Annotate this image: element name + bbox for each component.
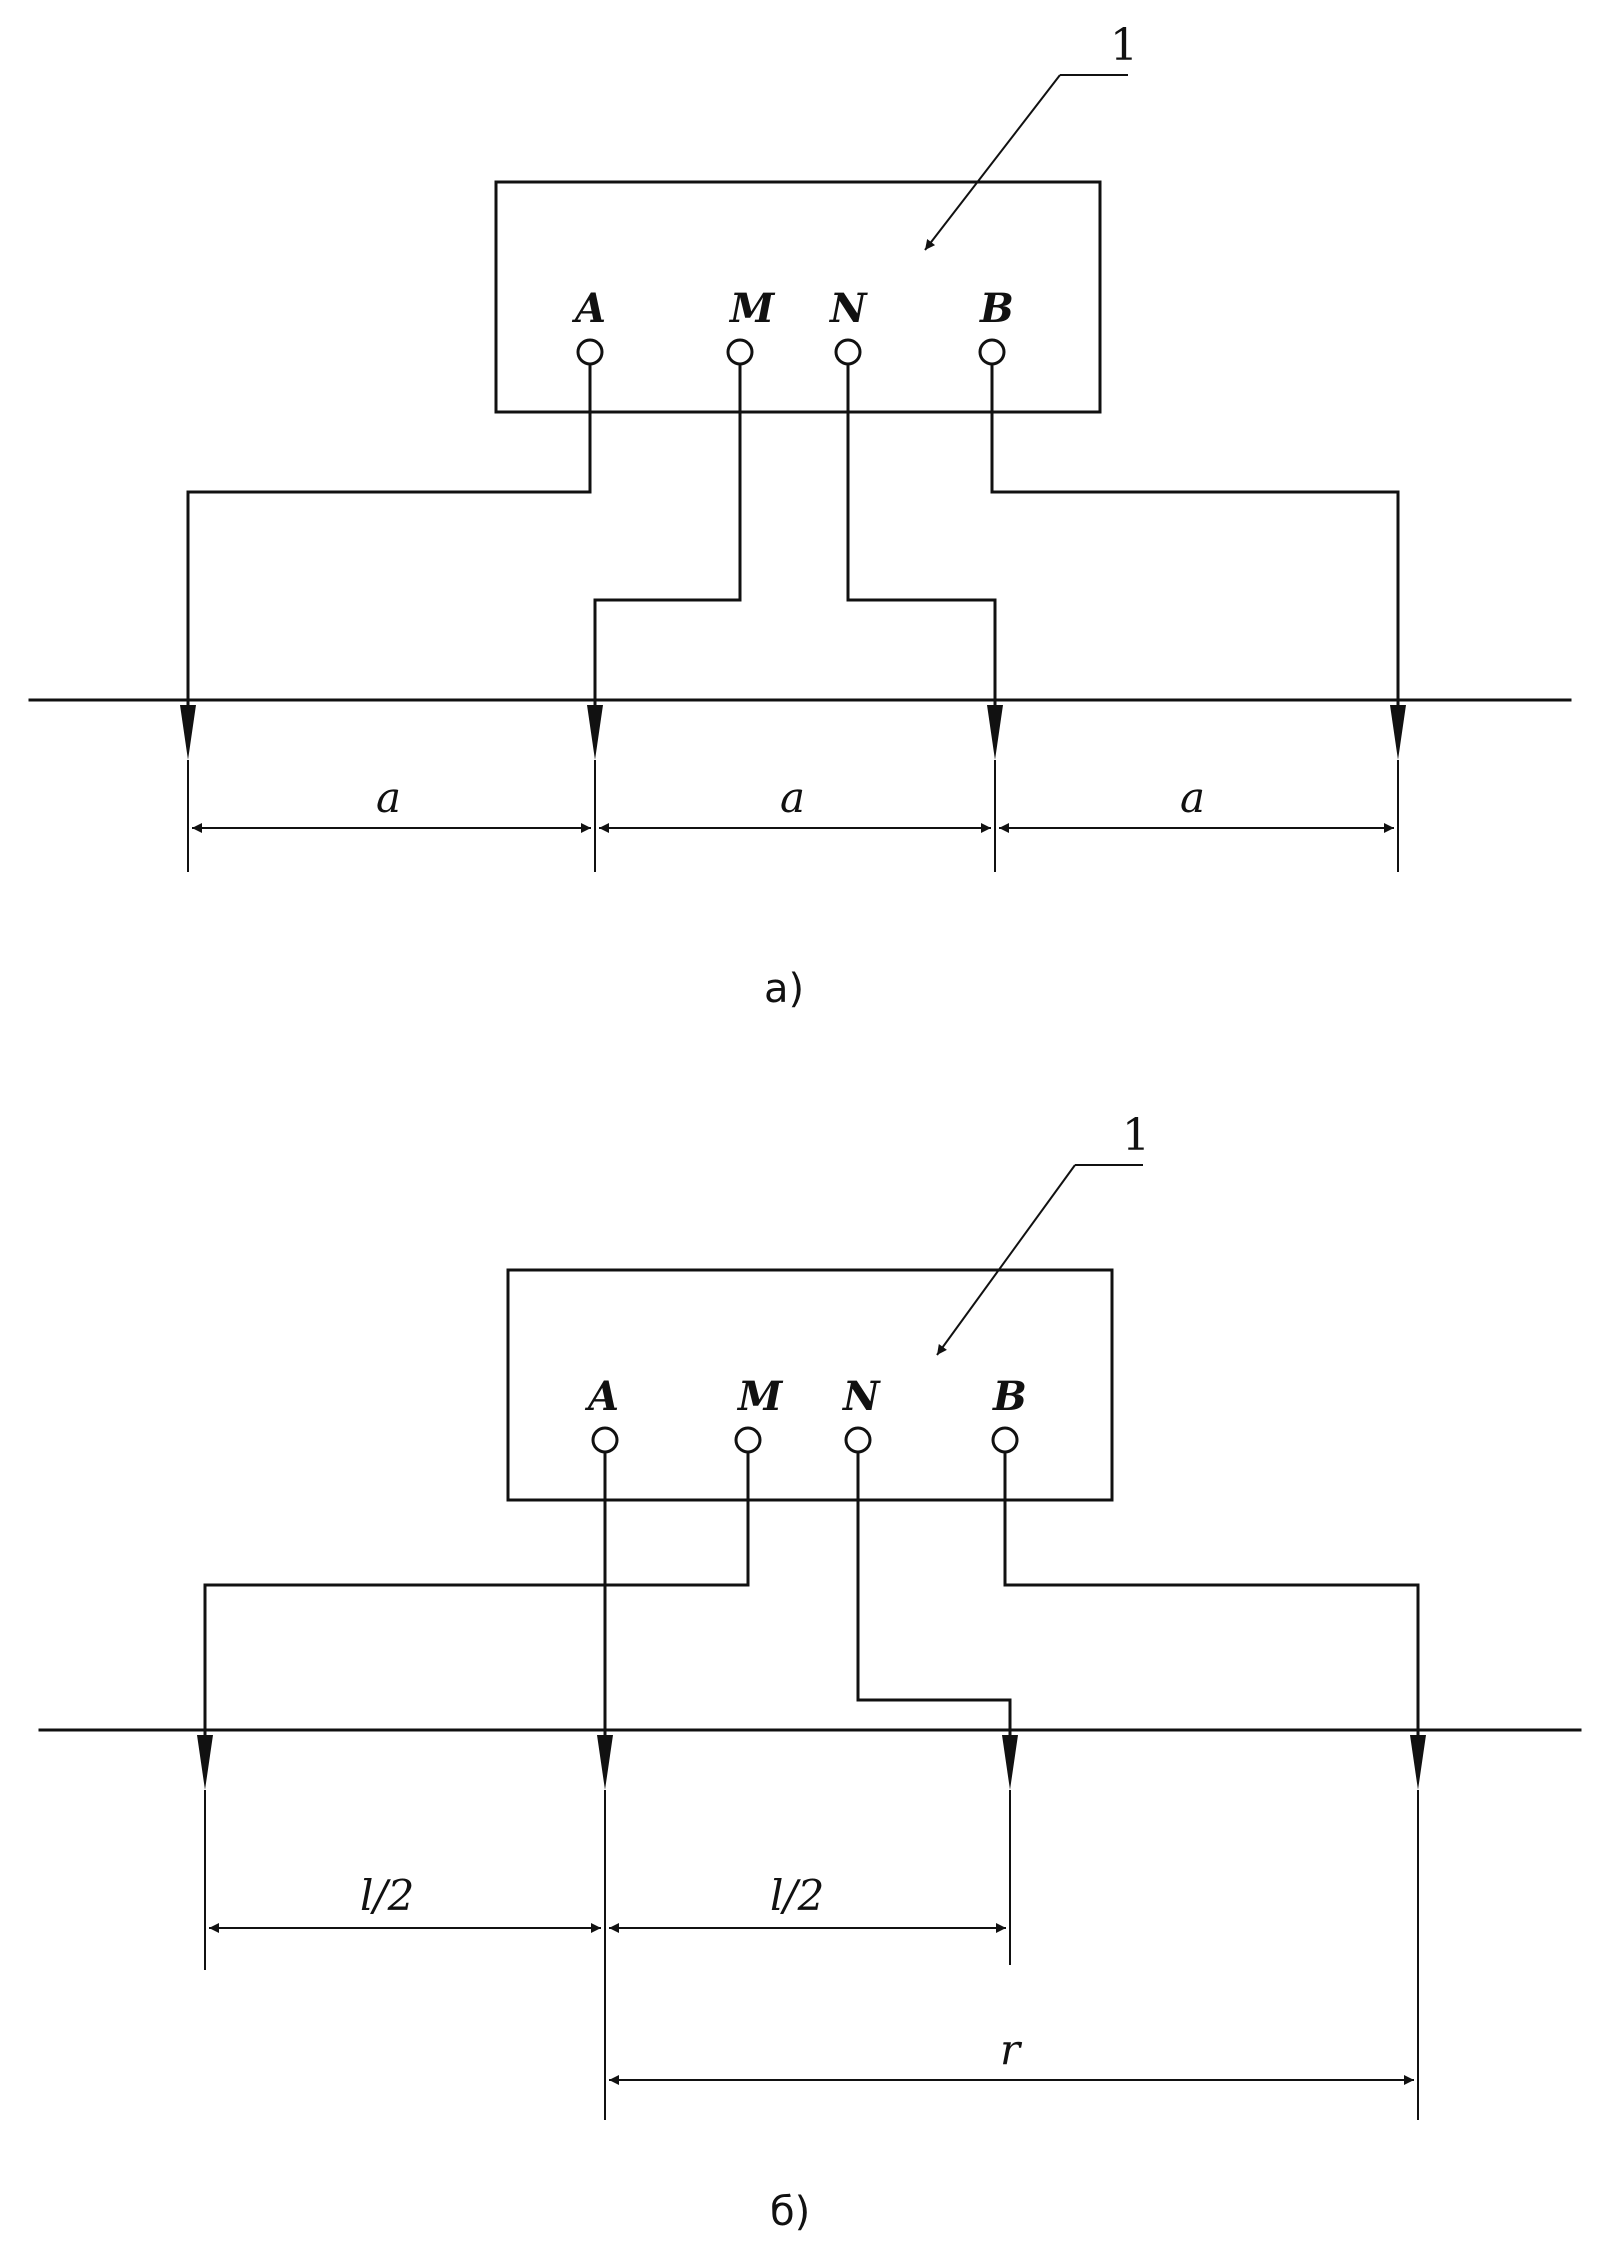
- terminal-m: [726, 338, 754, 366]
- wire-b: [1003, 1450, 1420, 1767]
- terminal-b: [978, 338, 1006, 366]
- wire-n: [856, 1450, 1012, 1767]
- wire-b: [990, 362, 1400, 737]
- wire-m: [203, 1450, 750, 1767]
- terminal-label-b: B: [992, 1373, 1027, 1420]
- terminal-label-b: B: [979, 285, 1014, 332]
- diagram-b: 1 A M N B l/2 l/2 r б): [38, 1110, 1582, 2235]
- diagram-a: 1 A M N B a a a а): [28, 20, 1572, 1012]
- terminal-label-n: N: [841, 1373, 881, 1420]
- caption-b: б): [770, 2189, 810, 2235]
- spacing-label-3: a: [1180, 773, 1205, 822]
- spacing-label-2: l/2: [770, 1871, 824, 1920]
- terminal-label-a: A: [584, 1373, 619, 1420]
- electrode-b: [1410, 1735, 1426, 1790]
- distance-label: r: [1000, 2025, 1023, 2074]
- terminal-label-n: N: [828, 285, 868, 332]
- terminal-n: [844, 1426, 872, 1454]
- electrode-a: [180, 705, 196, 760]
- meter-box: [494, 180, 1102, 414]
- meter-box: [506, 1268, 1114, 1502]
- electrode-b: [1390, 705, 1406, 760]
- electrode-n: [1002, 1735, 1018, 1790]
- terminal-label-a: A: [571, 285, 606, 332]
- reference-number: 1: [1110, 20, 1138, 71]
- reference-number: 1: [1122, 1110, 1150, 1161]
- terminal-n: [834, 338, 862, 366]
- terminal-label-m: M: [736, 1373, 784, 1420]
- wire-a: [186, 362, 592, 737]
- terminal-b: [991, 1426, 1019, 1454]
- spacing-label-1: a: [376, 773, 401, 822]
- caption-a: а): [764, 966, 804, 1012]
- electrode-m: [587, 705, 603, 760]
- terminal-a: [576, 338, 604, 366]
- terminal-a: [591, 1426, 619, 1454]
- spacing-label-2: a: [780, 773, 805, 822]
- reference-leader: 1: [924, 20, 1138, 251]
- electrode-a: [597, 1735, 613, 1790]
- spacing-label-1: l/2: [360, 1871, 414, 1920]
- reference-leader: 1: [936, 1110, 1150, 1356]
- wire-m: [593, 362, 742, 737]
- electrode-m: [197, 1735, 213, 1790]
- terminal-m: [734, 1426, 762, 1454]
- terminal-label-m: M: [728, 285, 776, 332]
- wire-n: [846, 362, 997, 737]
- electrode-n: [987, 705, 1003, 760]
